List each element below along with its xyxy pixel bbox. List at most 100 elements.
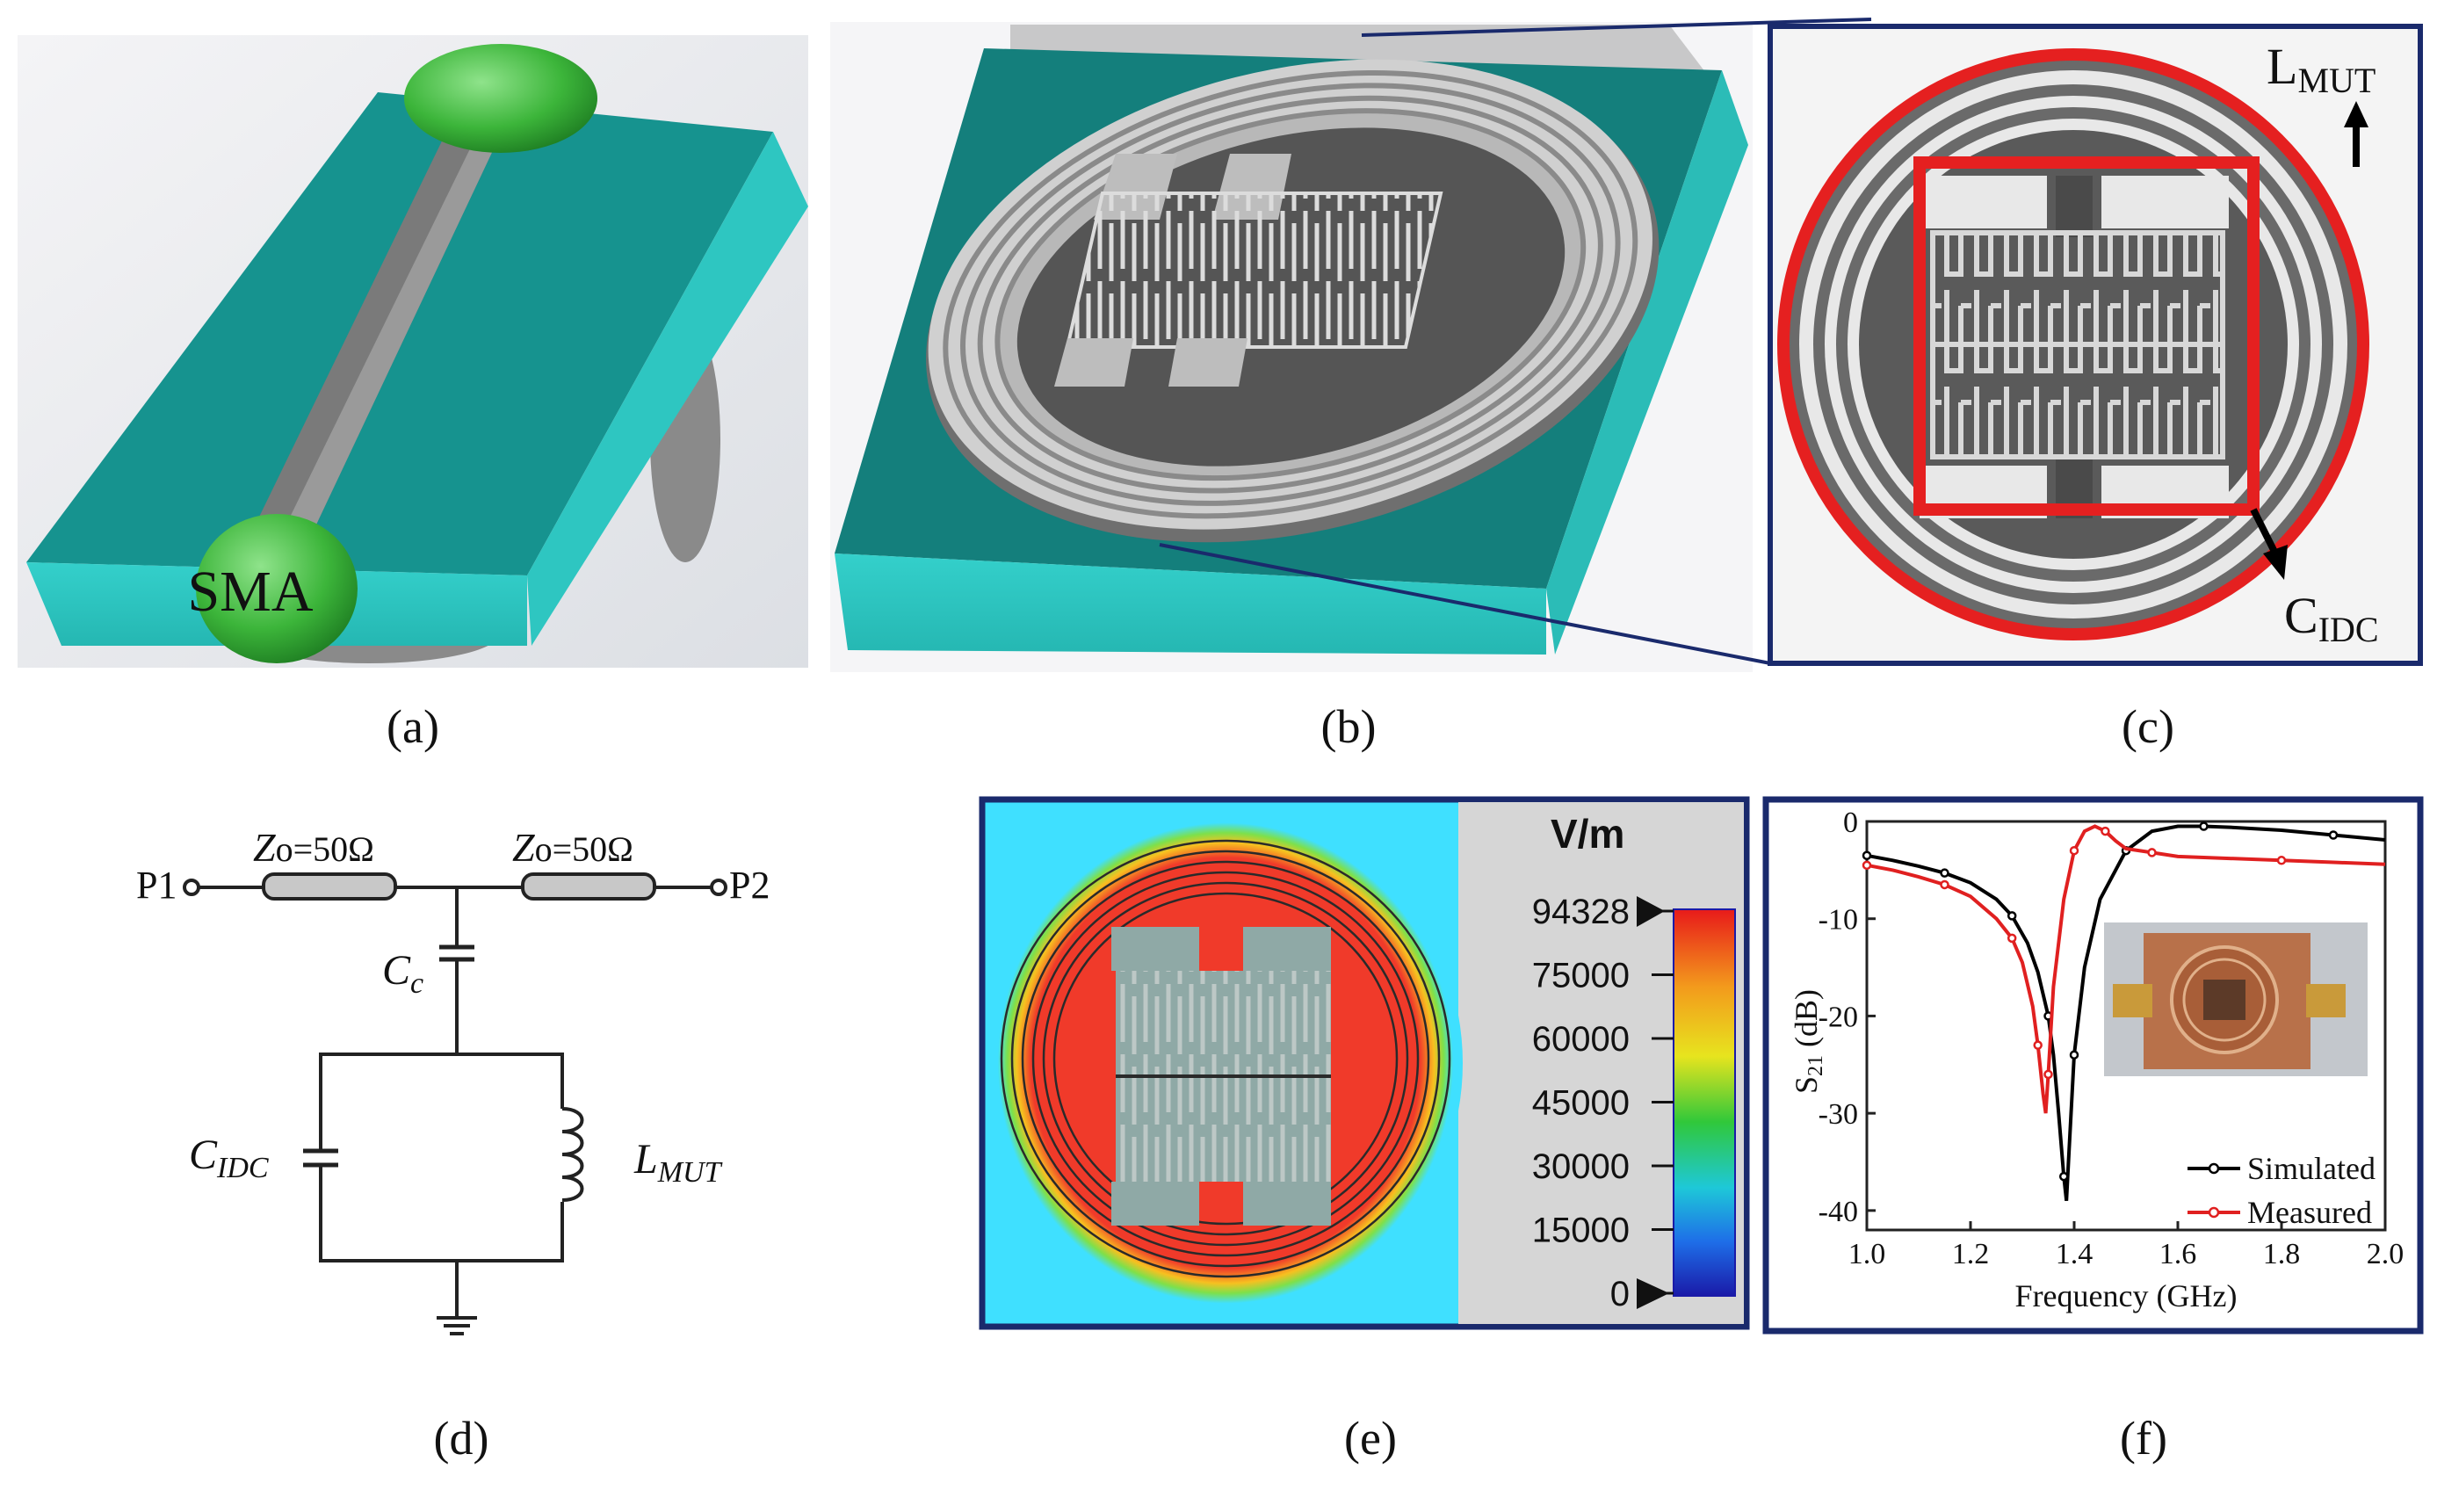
lmut-label: LMUT [633,1136,723,1189]
scale-tick-label: 75000 [1532,957,1630,995]
chart-series [1862,821,2386,1202]
series-point-measured [2033,1040,2043,1050]
series-point-simulated [2007,911,2017,921]
panel-b-zoom-line-bottom [1159,543,1771,665]
panel-b-substrate-front [835,553,1546,655]
panel-c-idc-pad-right-top [2101,176,2229,228]
panel-b-zoom-line-top [1361,18,1872,37]
panel-c-lmut-label: LMUT [2267,38,2376,100]
scale-tick-label: 30000 [1532,1147,1630,1186]
x-tick-label: 1.0 [1848,1238,1886,1270]
panel-a: SMA [18,35,808,668]
panel-c-cidc-label: CIDC [2284,587,2379,649]
panel-d-circuit [183,872,727,1335]
caption-a: (a) [387,700,439,753]
port1-label: P1 [136,864,177,907]
panel-e-rings [1000,839,1451,1278]
panel-e-max-arrow [1637,896,1665,927]
y-tick-label: -20 [1819,1001,1858,1033]
panel-e-idc-pad-bl [1111,1182,1199,1226]
panel-a-sma-label: SMA [187,560,313,624]
lmut-coil [561,1107,584,1202]
legend-marker [2208,1206,2220,1219]
series-point-simulated [1940,868,1949,878]
chart-ylabel: S21 (dB) [1789,989,1827,1094]
series-line-measured [1866,824,2386,1114]
caption-c: (c) [2122,700,2174,753]
panel-b [830,18,1872,672]
x-tick-label: 1.6 [2159,1238,2197,1270]
port1-terminal [183,879,200,896]
legend-label: Measured [2247,1195,2372,1230]
panel-c-idc-feed-top [2056,176,2093,237]
x-tick-label: 2.0 [2367,1238,2404,1270]
y-tick-label: -30 [1819,1098,1858,1131]
tank-loop [319,1053,564,1262]
caption-d: (d) [434,1412,489,1465]
z-right-line [521,872,656,901]
panel-c-lmut-arrow [2344,101,2368,167]
chart-xlabel: Frequency (GHz) [2015,1278,2238,1313]
panel-a-sma-connector [196,514,358,663]
panel-c-cidc-arrow [2250,508,2288,580]
x-tick-label: 1.8 [2263,1238,2301,1270]
port2-label: P2 [729,864,770,907]
series-point-measured [2007,933,2017,944]
series-point-measured [2147,848,2157,857]
cc-label: Cc [382,947,423,1000]
x-tick-label: 1.2 [1952,1238,1990,1270]
panel-e-idc-pad-tr [1243,927,1331,971]
panel-f-plot-area [1865,820,2387,1232]
series-point-measured [2043,1069,2053,1080]
x-tick-label: 1.4 [2056,1238,2094,1270]
legend-label: Simulated [2247,1151,2376,1186]
series-point-measured [2101,826,2110,836]
series-point-simulated [2058,1171,2069,1182]
scale-tick-label: 94328 [1532,893,1630,931]
series-point-measured [2276,856,2287,865]
caption-f: (f) [2120,1412,2167,1465]
panel-e-scale-ticks: 94328 75000 60000 45000 30000 15000 0 [1532,893,1674,1313]
z-left-label: Zo=50Ω [253,825,374,870]
panel-f: 1.0 1.2 1.4 1.6 1.8 2.0 0 -10 -20 -30 -40 Frequenc… [1762,796,2424,1335]
series-point-measured [1862,860,1872,871]
panel-e: V/m 94328 75000 60000 45000 30000 15000 0 [979,796,1750,1330]
panel-f-inset-photo [2104,922,2368,1076]
caption-b: (b) [1321,700,1377,753]
y-tick-label: -10 [1819,904,1858,937]
z-left-line [262,872,397,901]
panel-c-idc-pad-left-top [1920,176,2047,228]
legend-marker [2208,1162,2220,1175]
panel-e-idc-pad-br [1243,1182,1331,1226]
scale-tick-label: 45000 [1532,1084,1630,1123]
y-tick-label: 0 [1843,807,1858,839]
y-tick-label: -40 [1819,1196,1858,1228]
scale-tick-label: 15000 [1532,1212,1630,1250]
series-point-simulated [2328,830,2339,840]
cidc-label: CIDC [189,1132,269,1184]
scale-tick-label: 60000 [1532,1020,1630,1059]
scale-tick-label: 0 [1610,1275,1630,1313]
series-point-simulated [2069,1050,2079,1060]
series-point-measured [1940,879,1949,890]
panel-c-lmut-highlight [1777,48,2369,640]
panel-c: LMUT CIDC [1768,24,2423,666]
series-point-simulated [1862,850,1872,860]
series-point-measured [2069,845,2079,856]
port2-terminal [710,879,727,896]
caption-e: (e) [1344,1412,1397,1465]
z-right-label: Zo=50Ω [512,825,633,870]
chart-axes: 1.0 1.2 1.4 1.6 1.8 2.0 0 -10 -20 -30 -40 [1819,807,2404,1270]
panel-c-cidc-highlight [1913,156,2260,516]
panel-a-microstrip-highlight [264,95,518,571]
panel-b-idc [1054,154,1443,387]
panel-e-unit: V/m [1551,811,1624,857]
panel-d-labels: P1 P2 Zo=50Ω Zo=50Ω Cc CIDC LMUT [136,825,770,1189]
panel-a-top-connector [404,44,597,153]
panel-e-colorbar [1673,908,1736,1297]
panel-e-idc-pad-tl [1111,927,1199,971]
panel-b-substrate-right [1546,70,1748,655]
panel-a-substrate-right [527,132,808,646]
